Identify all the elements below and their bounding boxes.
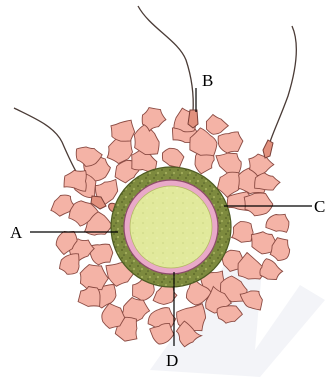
follicle-cell (162, 148, 183, 167)
follicle-cell (216, 153, 241, 173)
label-a: A (10, 223, 23, 242)
sperm-tail-top (138, 6, 193, 112)
label-c: C (314, 197, 325, 216)
sperm-head-top (188, 110, 198, 128)
sperm-tail-right (270, 26, 296, 142)
follicle-cell (60, 254, 80, 275)
follicle-cell (206, 115, 228, 135)
egg-cytoplasm (130, 186, 212, 268)
sperm-head-right (263, 140, 273, 158)
follicle-cell (232, 222, 254, 243)
follicle-cell (78, 287, 100, 307)
follicle-cell (64, 170, 86, 191)
follicle-cell (255, 173, 280, 190)
label-d: D (166, 351, 178, 370)
label-b: B (202, 71, 213, 90)
follicle-cell (111, 120, 135, 141)
follicle-cell (260, 259, 283, 280)
follicle-cell (218, 132, 243, 153)
follicle-cell (244, 193, 273, 216)
follicle-cell (266, 214, 289, 232)
follicle-cell (153, 285, 177, 305)
follicle-cell (134, 125, 159, 155)
